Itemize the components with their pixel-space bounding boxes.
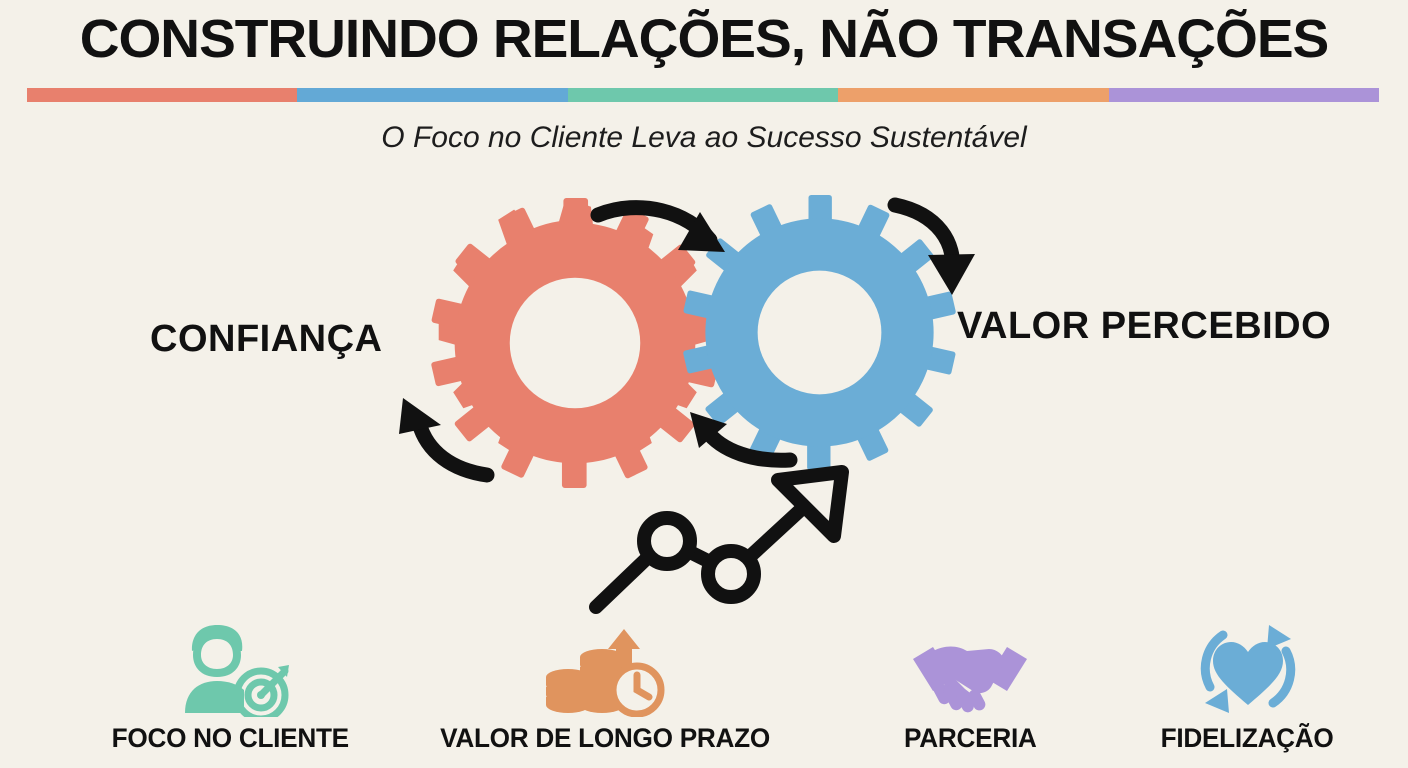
- feature-label: FOCO NO CLIENTE: [111, 723, 349, 753]
- accent-segment-orange: [838, 88, 1109, 102]
- long-term-value-icon: [540, 621, 670, 717]
- page-title: CONSTRUINDO RELAÇÕES, NÃO TRANSAÇÕES: [79, 9, 1330, 69]
- feature-parceria: PARCERIA: [845, 600, 1095, 768]
- feature-label: FIDELIZAÇÃO: [1161, 723, 1334, 753]
- gear-confianca-shape: [431, 198, 719, 488]
- growth-trend-arrow: [589, 485, 827, 614]
- page-subtitle: O Foco no Cliente Leva ao Sucesso Susten…: [381, 121, 1027, 154]
- accent-color-bar: [27, 88, 1380, 102]
- customer-focus-icon: [165, 621, 295, 717]
- feature-label: PARCERIA: [903, 723, 1037, 753]
- accent-segment-purple: [1108, 88, 1380, 102]
- gear-valor-percebido-shape: [683, 195, 956, 470]
- growth-trend-arrowhead: [771, 465, 849, 543]
- accent-segment-blue: [297, 88, 568, 102]
- growth-node-1: [637, 511, 697, 571]
- feature-fidelizacao: FIDELIZAÇÃO: [1105, 600, 1390, 768]
- feature-valor-de-longo-prazo: VALOR DE LONGO PRAZO: [405, 600, 805, 768]
- handshake-icon: [905, 621, 1035, 717]
- accent-segment-coral: [27, 88, 298, 102]
- growth-node-2: [701, 544, 761, 604]
- loyalty-heart-cycle-icon: [1193, 621, 1303, 717]
- gear-label-valor-percebido: VALOR PERCEBIDO: [957, 305, 1332, 347]
- accent-segment-green: [567, 88, 839, 102]
- gear-confianca: [430, 198, 720, 488]
- gear-label-confianca: CONFIANÇA: [150, 318, 383, 360]
- gear-valor-percebido: [682, 195, 957, 470]
- feature-foco-no-cliente: FOCO NO CLIENTE: [60, 600, 400, 768]
- feature-label: VALOR DE LONGO PRAZO: [440, 723, 770, 753]
